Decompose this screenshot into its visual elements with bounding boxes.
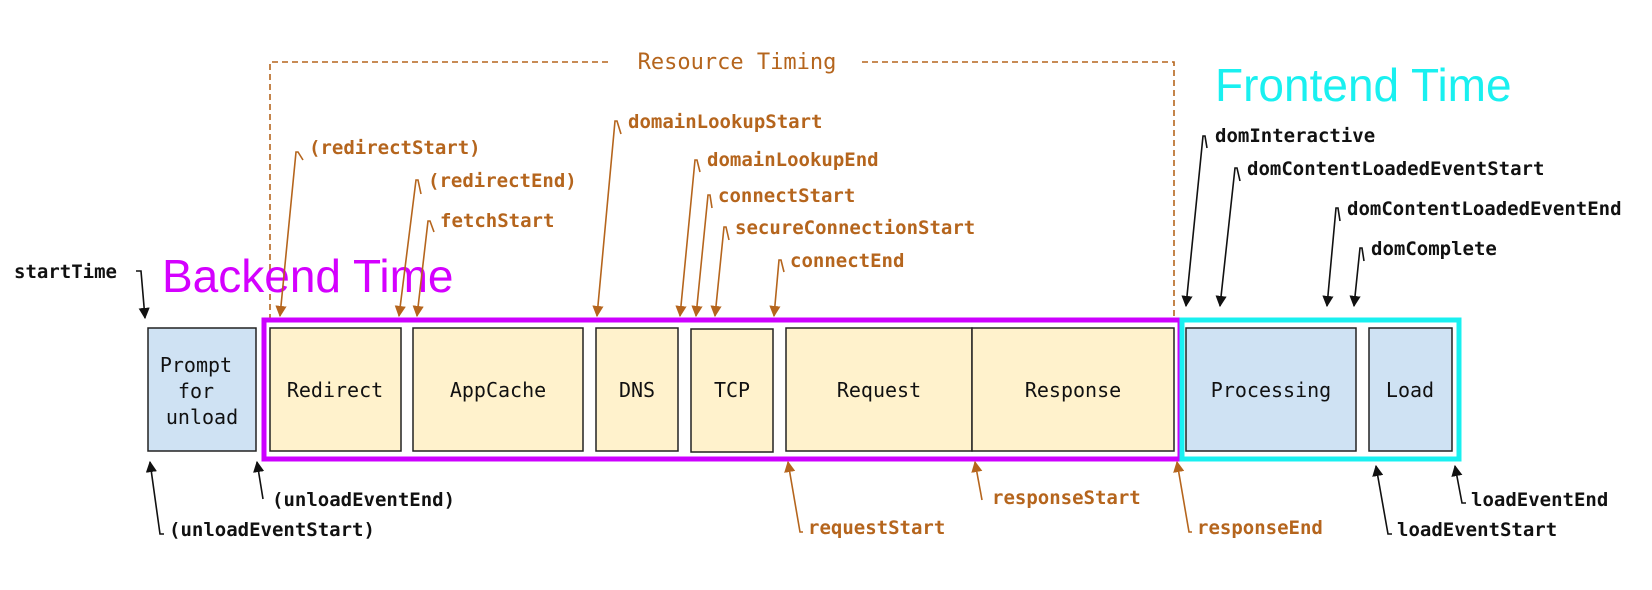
load-label: Load xyxy=(1386,378,1434,402)
request-label: Request xyxy=(837,378,921,402)
svg-text:domInteractive: domInteractive xyxy=(1215,125,1375,147)
dns-box xyxy=(595,327,679,452)
svg-text:domContentLoadedEventStart: domContentLoadedEventStart xyxy=(1247,158,1544,180)
svg-text:fetchStart: fetchStart xyxy=(440,210,554,232)
marker-connect-start: connectStart xyxy=(691,185,855,318)
marker-load-event-end: loadEventEnd xyxy=(1451,464,1608,511)
resource-timing-title: Resource Timing xyxy=(638,50,837,75)
backend-time-title: Backend Time xyxy=(162,250,453,302)
tcp-box xyxy=(690,328,774,453)
marker-dom-interactive: domInteractive xyxy=(1181,125,1375,308)
svg-text:(unloadEventEnd): (unloadEventEnd) xyxy=(272,489,455,511)
svg-text:(unloadEventStart): (unloadEventStart) xyxy=(169,519,375,541)
processing-label: Processing xyxy=(1211,378,1331,402)
svg-text:domainLookupStart: domainLookupStart xyxy=(628,111,822,133)
appcache-label: AppCache xyxy=(450,378,546,402)
svg-text:domainLookupEnd: domainLookupEnd xyxy=(707,149,879,171)
marker-load-event-start: loadEventStart xyxy=(1372,464,1557,541)
redirect-box xyxy=(269,327,402,452)
svg-text:loadEventEnd: loadEventEnd xyxy=(1471,489,1608,511)
marker-unload-event-start: (unloadEventStart) xyxy=(145,460,375,541)
marker-redirect-start: (redirectStart) xyxy=(275,137,481,318)
marker-fetch-start: fetchStart xyxy=(412,210,554,318)
marker-secure-connection-start: secureConnectionStart xyxy=(710,217,975,318)
marker-dom-content-loaded-event-start: domContentLoadedEventStart xyxy=(1215,158,1544,308)
svg-text:domComplete: domComplete xyxy=(1371,238,1497,260)
marker-dom-complete: domComplete xyxy=(1349,238,1497,308)
load-box xyxy=(1368,327,1453,452)
marker-connect-end: connectEnd xyxy=(769,250,904,318)
prompt-for-unload-box xyxy=(147,327,257,452)
marker-domain-lookup-end: domainLookupEnd xyxy=(675,149,879,318)
tcp-label: TCP xyxy=(714,378,750,402)
svg-text:loadEventStart: loadEventStart xyxy=(1397,519,1557,541)
response-box xyxy=(971,327,1175,452)
marker-request-start: requestStart xyxy=(784,460,945,539)
svg-text:connectStart: connectStart xyxy=(718,185,855,207)
redirect-label: Redirect xyxy=(287,378,383,402)
frontend-time-outline xyxy=(1179,317,1462,462)
marker-response-end: responseEnd xyxy=(1173,460,1323,539)
marker-unload-event-end: (unloadEventEnd) xyxy=(253,460,455,511)
svg-text:responseStart: responseStart xyxy=(992,487,1141,509)
appcache-box xyxy=(412,327,584,452)
svg-text:(redirectEnd): (redirectEnd) xyxy=(428,170,577,192)
marker-redirect-end: (redirectEnd) xyxy=(394,170,577,318)
marker-dom-content-loaded-event-end: domContentLoadedEventEnd xyxy=(1322,198,1622,308)
frontend-time-title: Frontend Time xyxy=(1215,59,1512,111)
resource-timing-bracket: Resource Timing xyxy=(269,50,1175,320)
dns-label: DNS xyxy=(619,378,655,402)
marker-domain-lookup-start: domainLookupStart xyxy=(592,111,822,318)
marker-start-time: startTime xyxy=(14,261,150,320)
prompt-for-unload-label: Prompt for unload xyxy=(160,353,244,429)
svg-text:domContentLoadedEventEnd: domContentLoadedEventEnd xyxy=(1347,198,1622,220)
svg-text:connectEnd: connectEnd xyxy=(790,250,904,272)
marker-response-start: responseStart xyxy=(971,460,1141,509)
svg-text:(redirectStart): (redirectStart) xyxy=(309,137,481,159)
response-label: Response xyxy=(1025,378,1121,402)
svg-text:startTime: startTime xyxy=(14,261,117,283)
svg-text:secureConnectionStart: secureConnectionStart xyxy=(735,217,975,239)
svg-text:responseEnd: responseEnd xyxy=(1197,517,1323,539)
processing-box xyxy=(1185,327,1357,452)
svg-text:requestStart: requestStart xyxy=(808,517,945,539)
